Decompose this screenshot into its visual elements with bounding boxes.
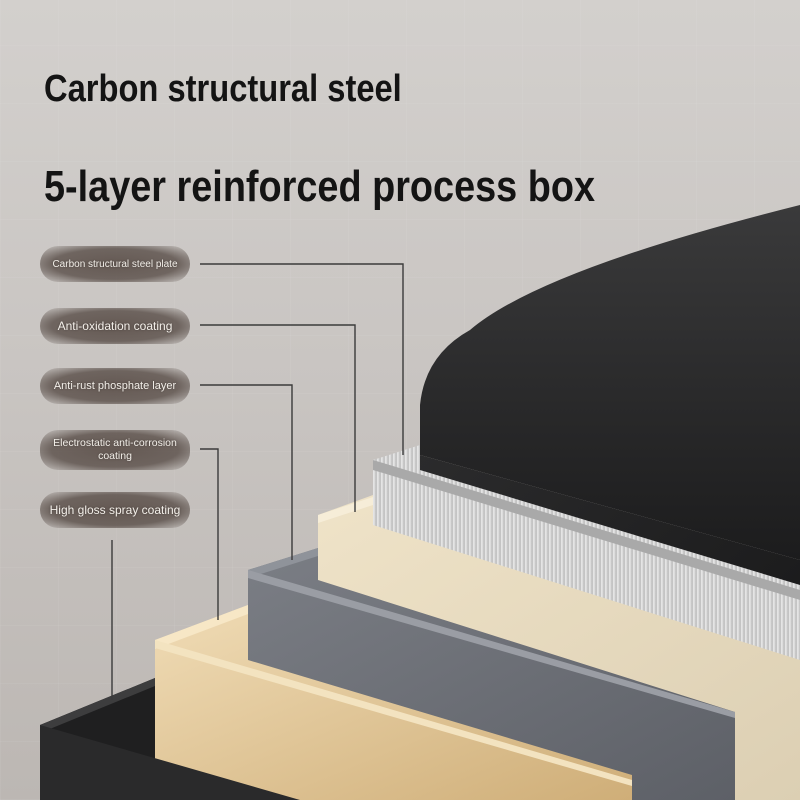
layer-label-5: High gloss spray coating bbox=[38, 492, 192, 528]
layer-label-1: Carbon structural steel plate bbox=[38, 246, 192, 282]
layer-high-gloss-black bbox=[40, 678, 300, 800]
layer-label-1-text: Carbon structural steel plate bbox=[52, 258, 178, 270]
layer-label-4: Electrostatic anti-corrosion coating bbox=[38, 430, 192, 470]
leader-line-1 bbox=[200, 263, 404, 455]
leader-line-3 bbox=[200, 384, 293, 560]
heading-line-1: Carbon structural steel bbox=[44, 68, 402, 110]
layer-label-3-text: Anti-rust phosphate layer bbox=[53, 379, 177, 392]
leader-line-2 bbox=[200, 324, 356, 512]
layer-label-3: Anti-rust phosphate layer bbox=[38, 368, 192, 404]
heading-line-2: 5-layer reinforced process box bbox=[44, 162, 596, 211]
layer-label-2: Anti-oxidation coating bbox=[38, 308, 192, 344]
leader-lines bbox=[111, 263, 404, 700]
leader-line-4 bbox=[200, 448, 219, 620]
layer-label-5-text: High gloss spray coating bbox=[49, 502, 181, 517]
layer-label-4-text: Electrostatic anti-corrosion coating bbox=[53, 437, 177, 462]
layer-label-2-text: Anti-oxidation coating bbox=[57, 318, 173, 333]
layer-electrostatic-gold bbox=[155, 605, 632, 800]
